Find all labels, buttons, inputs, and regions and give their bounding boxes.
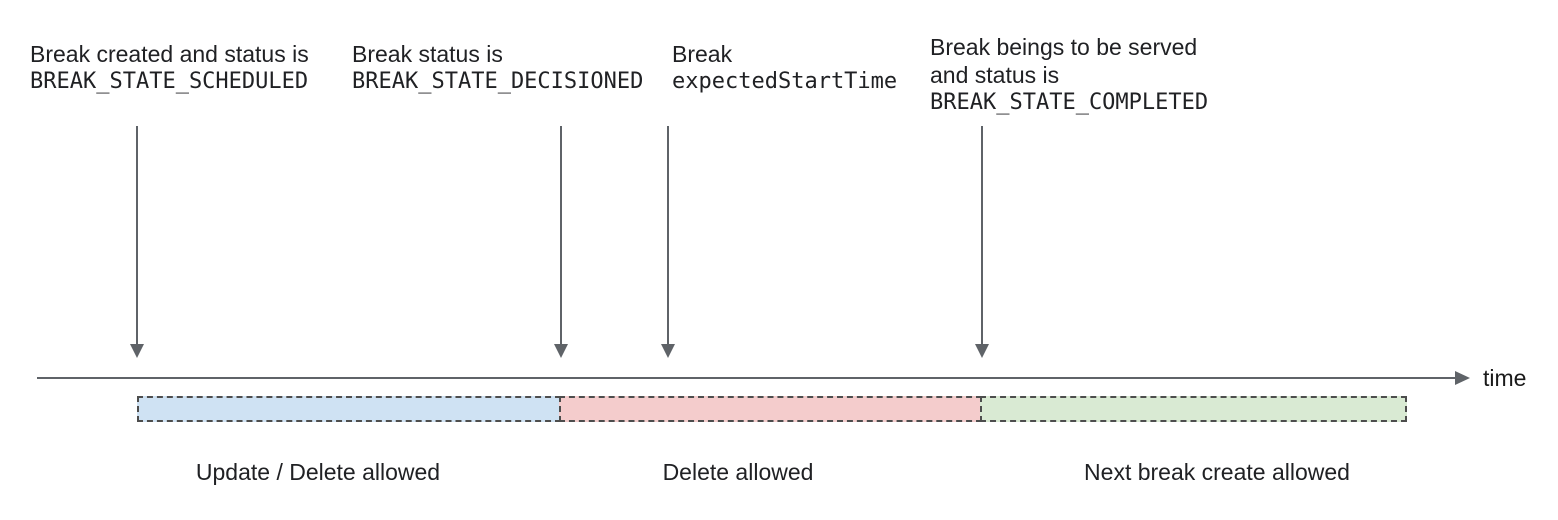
segment-label-delete: Delete allowed [662,459,814,485]
annotation-line: Break status is [352,41,503,67]
annotation-expected-start-time: Break expectedStartTime [672,40,897,96]
annotation-break-completed: Break beings to be served and status is … [930,33,1208,117]
annotation-code-line: BREAK_STATE_COMPLETED [930,90,1209,115]
segment-next-break-create-allowed [980,396,1407,422]
annotation-code-line: BREAK_STATE_SCHEDULED [30,69,309,94]
arrow-down-icon [975,126,989,358]
annotation-code-line: BREAK_STATE_DECISIONED [352,69,644,94]
annotation-line: Break [672,41,733,67]
segment-label-update-delete: Update / Delete allowed [195,459,441,485]
arrow-down-icon [554,126,568,358]
annotation-break-decisioned: Break status is BREAK_STATE_DECISIONED [352,40,643,96]
segment-delete-allowed [559,396,982,422]
annotation-line: Break beings to be served [930,34,1198,60]
time-axis-arrow-icon [37,371,1470,385]
segment-label-next-break: Next break create allowed [1084,459,1350,485]
time-axis-label: time [1483,365,1527,391]
annotation-code-line: expectedStartTime [672,69,898,94]
annotation-break-scheduled: Break created and status is BREAK_STATE_… [30,40,309,96]
annotation-line: and status is [930,62,1060,88]
annotation-line: Break created and status is [30,41,309,67]
arrow-down-icon [661,126,675,358]
segment-update-delete-allowed [137,396,561,422]
arrow-down-icon [130,126,144,358]
